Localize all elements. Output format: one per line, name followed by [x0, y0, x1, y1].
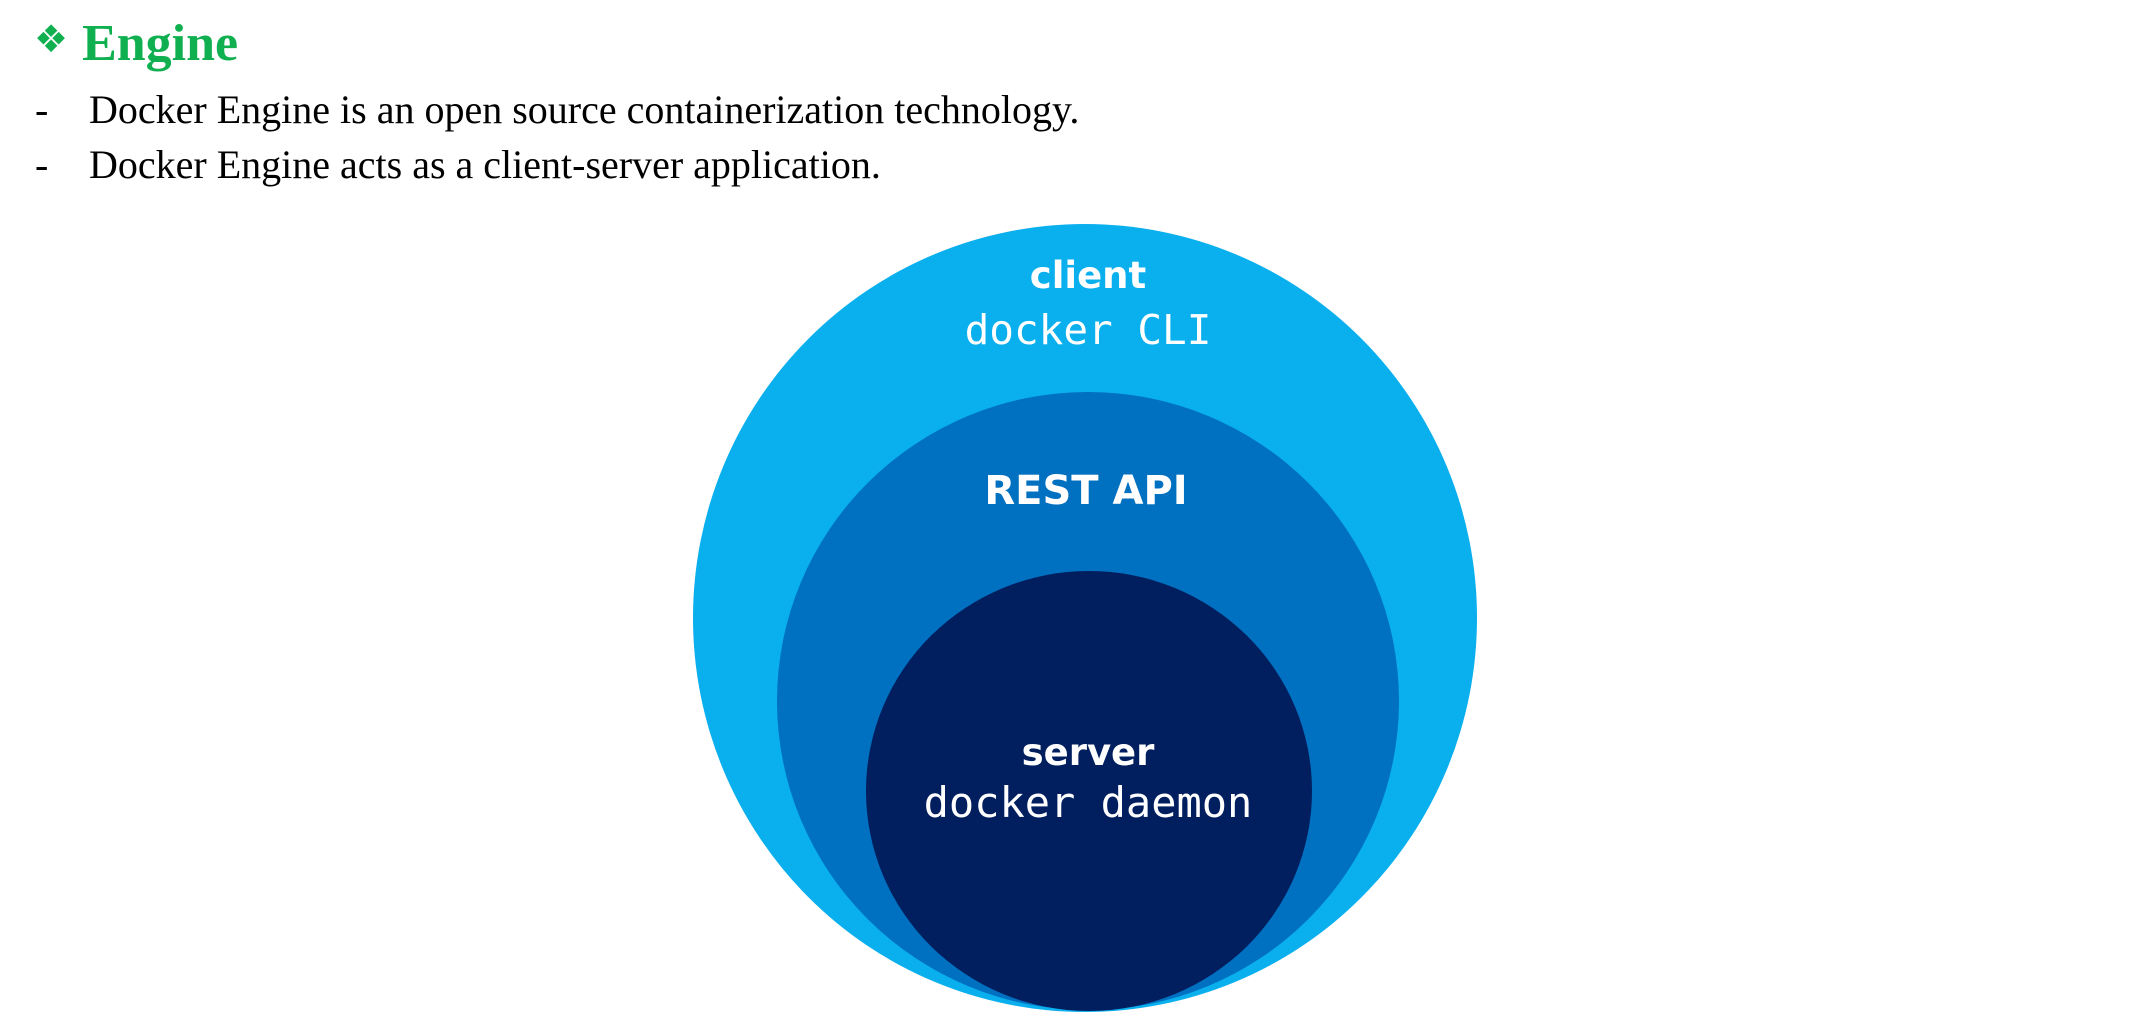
heading-title: Engine — [82, 15, 239, 72]
bullet-item: - Docker Engine is an open source contai… — [0, 82, 1079, 137]
server-label: server — [1022, 731, 1156, 774]
server-subtitle: docker daemon — [924, 778, 1253, 827]
server-layer-circle — [866, 571, 1312, 1011]
client-label: client — [1030, 254, 1146, 297]
bullet-marker: - — [35, 142, 49, 187]
bullet-text: Docker Engine is an open source containe… — [89, 87, 1080, 132]
bullet-list: - Docker Engine is an open source contai… — [0, 82, 1079, 192]
section-heading: ❖ Engine — [34, 4, 238, 79]
bullet-text: Docker Engine acts as a client-server ap… — [89, 142, 881, 187]
four-diamond-icon: ❖ — [34, 17, 69, 61]
bullet-item: - Docker Engine acts as a client-server … — [0, 137, 1079, 192]
bullet-marker: - — [35, 87, 49, 132]
client-subtitle: docker CLI — [965, 306, 1212, 354]
rest-api-label: REST API — [984, 468, 1187, 514]
